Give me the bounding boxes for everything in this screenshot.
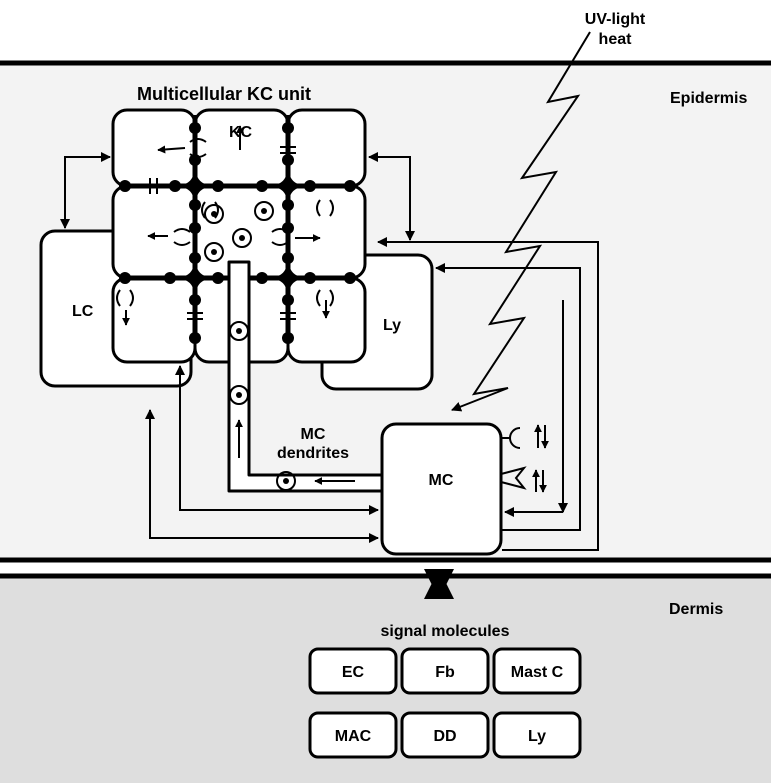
- mc-cell: [380, 422, 503, 556]
- dermal-cell-mac: MAC: [308, 711, 398, 759]
- dermis-label: Dermis: [669, 601, 723, 618]
- kc-lc-double-arrow: [60, 152, 111, 229]
- junction-dot: [282, 222, 294, 234]
- granule: [204, 242, 224, 262]
- dermal-cell-label: DD: [433, 728, 456, 745]
- lc-label: LC: [72, 303, 94, 320]
- granule: [229, 321, 249, 341]
- channel-symbol: [316, 289, 334, 307]
- junction-dot: [282, 180, 294, 192]
- dermal-cell-label: Mast C: [511, 664, 564, 681]
- release-arrow: [157, 145, 186, 154]
- junction-dot: [344, 180, 356, 192]
- channel-symbol: [316, 199, 334, 217]
- dermal-cell-label: MAC: [335, 728, 372, 745]
- kc-unit: [111, 108, 367, 364]
- gap-junction-symbol: [187, 312, 203, 320]
- dermal-cell-ly: Ly: [492, 711, 582, 759]
- channel-symbol: [116, 289, 134, 307]
- kc-cell: [286, 184, 367, 280]
- junction-dot: [164, 272, 176, 284]
- mc-kc-feedback-arrow: [377, 237, 599, 551]
- junction-dot: [189, 154, 201, 166]
- epidermis-label: Epidermis: [670, 90, 747, 107]
- junction-dot: [189, 252, 201, 264]
- uv-lightning-arrow: [451, 31, 591, 412]
- junction-dot: [189, 294, 201, 306]
- junction-dot: [282, 199, 294, 211]
- kc-cell: [193, 108, 290, 188]
- junction-dot: [282, 122, 294, 134]
- dermal-cell-label: EC: [342, 664, 365, 681]
- channel-symbol: [173, 228, 191, 246]
- junction-dot: [344, 272, 356, 284]
- gap-junction-symbol: [280, 146, 296, 154]
- dendrites-label-line1: MC: [301, 426, 326, 443]
- dermal-cell-dd: DD: [400, 711, 490, 759]
- junction-dot: [282, 332, 294, 344]
- junction-dot: [189, 332, 201, 344]
- uv-light-label: UV-light: [585, 11, 646, 28]
- kc-cell: [286, 108, 367, 188]
- junction-dot: [189, 272, 201, 284]
- channel-symbol: [201, 201, 219, 219]
- granule: [254, 201, 274, 221]
- kc-unit-title: Multicellular KC unit: [137, 84, 311, 104]
- junction-dot: [119, 272, 131, 284]
- heat-label: heat: [599, 31, 633, 48]
- lc-mc-arrow: [145, 409, 379, 543]
- junction-dot: [169, 180, 181, 192]
- junction-dot: [212, 272, 224, 284]
- receptor-zigzag-icon: [500, 466, 527, 490]
- junction-dot: [256, 180, 268, 192]
- dermal-cell-fb: Fb: [400, 647, 490, 695]
- kc-mc-arrow: [175, 365, 379, 515]
- junction-dot: [282, 154, 294, 166]
- junction-dot: [189, 122, 201, 134]
- receptor-cup-icon: [501, 427, 521, 449]
- junction-dot: [304, 272, 316, 284]
- signal-molecules-label: signal molecules: [381, 623, 510, 640]
- granule: [204, 204, 224, 224]
- junction-dot: [256, 272, 268, 284]
- junction-dot: [304, 180, 316, 192]
- dendrites-label-line2: dendrites: [277, 445, 349, 462]
- dermal-cell-mast-c: Mast C: [492, 647, 582, 695]
- mc-ly-feedback-arrow: [435, 263, 581, 531]
- kc-cell: [111, 184, 197, 280]
- junction-dot: [189, 180, 201, 192]
- junction-dot: [282, 252, 294, 264]
- junction-dots: [119, 122, 356, 344]
- granule: [232, 228, 252, 248]
- junction-dot: [189, 199, 201, 211]
- kc-ly-double-arrow: [368, 152, 415, 241]
- junction-dot: [189, 222, 201, 234]
- junction-dot: [212, 180, 224, 192]
- ly-epidermis-label: Ly: [383, 317, 401, 334]
- gap-junction-symbol: [149, 178, 158, 194]
- kc-label: KC: [229, 124, 253, 141]
- dermal-cell-label: Fb: [435, 664, 455, 681]
- dermal-cell-label: Ly: [528, 728, 546, 745]
- junction-dot: [282, 294, 294, 306]
- junction-dot: [282, 272, 294, 284]
- junction-dot: [119, 180, 131, 192]
- mc-label: MC: [429, 472, 454, 489]
- kc-cell: [286, 276, 367, 364]
- gap-junction-symbol: [280, 312, 296, 320]
- dermal-cell-ec: EC: [308, 647, 398, 695]
